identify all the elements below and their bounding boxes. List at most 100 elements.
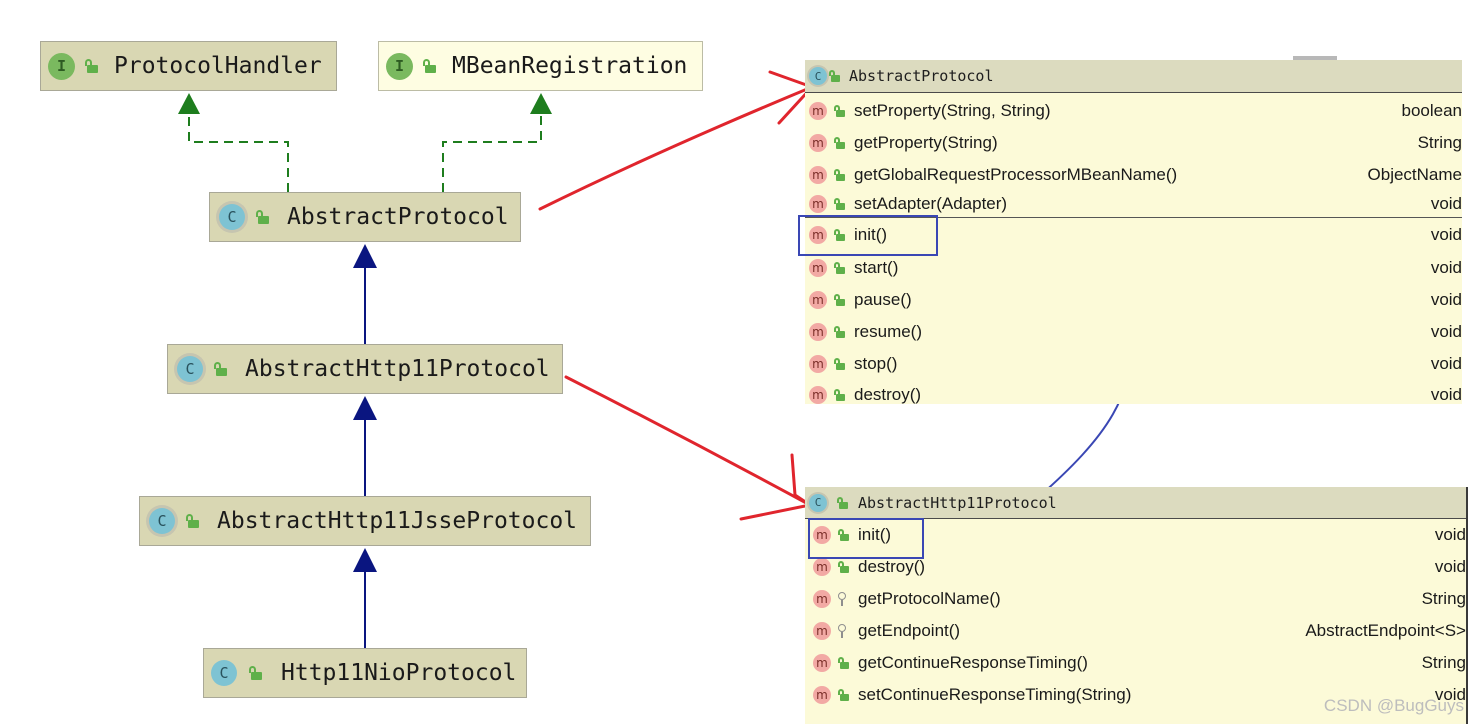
- node-label: AbstractProtocol: [287, 204, 509, 230]
- method-icon: m: [809, 355, 827, 373]
- panel-title: AbstractProtocol: [849, 67, 994, 85]
- public-lock-icon: [214, 362, 228, 376]
- realization-arrow-protocolhandler: [178, 93, 289, 192]
- public-lock-icon: [85, 59, 99, 73]
- public-lock-icon: [829, 70, 840, 82]
- method-name: getProtocolName(): [858, 589, 1001, 608]
- method-row[interactable]: m init() void: [805, 217, 1462, 252]
- public-lock-icon: [256, 210, 270, 224]
- red-annotation-arrow-bottom: [564, 375, 812, 521]
- method-icon: m: [809, 134, 827, 152]
- panel-abstracthttp11protocol: C AbstractHttp11Protocol m init() void m…: [805, 487, 1468, 724]
- public-lock-icon: [834, 198, 845, 210]
- return-type: String: [1417, 133, 1462, 152]
- return-type: void: [1434, 557, 1466, 576]
- return-type: String: [1421, 589, 1466, 608]
- node-abstracthttp11protocol[interactable]: C AbstractHttp11Protocol: [167, 344, 563, 394]
- method-icon: m: [813, 622, 831, 640]
- inheritance-arrow-2: [353, 396, 377, 496]
- method-name: pause(): [854, 290, 912, 309]
- method-row[interactable]: m destroy() void: [809, 551, 1466, 583]
- inheritance-arrow-1: [353, 244, 377, 344]
- node-label: AbstractHttp11JsseProtocol: [217, 508, 578, 534]
- method-name: getProperty(String): [854, 133, 998, 152]
- node-label: MBeanRegistration: [452, 53, 688, 79]
- public-lock-icon: [834, 326, 845, 338]
- method-name: destroy(): [854, 385, 922, 404]
- public-lock-icon: [834, 169, 845, 181]
- method-row[interactable]: m resume() void: [805, 316, 1462, 348]
- method-name: destroy(): [858, 557, 926, 576]
- method-row[interactable]: m destroy() void: [805, 380, 1462, 410]
- method-list: m setProperty(String, String) boolean m …: [805, 93, 1462, 410]
- method-name: init(): [858, 525, 892, 544]
- interface-icon: I: [48, 52, 75, 80]
- init-highlight-top: [798, 215, 938, 256]
- node-label: ProtocolHandler: [114, 53, 322, 79]
- node-abstractprotocol[interactable]: C AbstractProtocol: [209, 192, 521, 242]
- node-label: AbstractHttp11Protocol: [245, 356, 550, 382]
- method-icon: m: [813, 558, 831, 576]
- public-lock-icon: [834, 358, 845, 370]
- method-row[interactable]: m getGlobalRequestProcessorMBeanName() O…: [805, 159, 1462, 191]
- method-row[interactable]: m getContinueResponseTiming() String: [809, 647, 1466, 679]
- method-icon: m: [809, 259, 827, 277]
- method-icon: m: [813, 590, 831, 608]
- method-name: start(): [854, 258, 899, 277]
- method-name: getEndpoint(): [858, 621, 961, 640]
- method-row[interactable]: m getProperty(String) String: [805, 127, 1462, 159]
- abstract-class-icon: C: [809, 67, 827, 85]
- public-lock-icon: [249, 666, 263, 680]
- method-name: setContinueResponseTiming(String): [858, 685, 1132, 704]
- method-name: stop(): [854, 354, 898, 373]
- public-lock-icon: [834, 262, 845, 274]
- return-type: void: [1434, 525, 1466, 544]
- method-row[interactable]: m setAdapter(Adapter) void: [805, 191, 1462, 217]
- method-row[interactable]: m setProperty(String, String) boolean: [805, 95, 1462, 127]
- return-type: String: [1421, 653, 1466, 672]
- return-type: void: [1430, 258, 1462, 277]
- method-name: init(): [854, 225, 888, 244]
- method-icon: m: [809, 166, 827, 184]
- public-lock-icon: [837, 497, 848, 509]
- node-mbeanregistration[interactable]: I MBeanRegistration: [378, 41, 703, 91]
- abstract-class-icon: C: [177, 356, 203, 382]
- public-lock-icon: [186, 514, 200, 528]
- init-highlight-bottom: [808, 518, 924, 559]
- method-name: setAdapter(Adapter): [854, 194, 1008, 213]
- method-icon: m: [813, 654, 831, 672]
- node-http11nioprotocol[interactable]: C Http11NioProtocol: [203, 648, 527, 698]
- method-row[interactable]: m stop() void: [805, 348, 1462, 380]
- return-type: ObjectName: [1367, 165, 1462, 184]
- return-type: void: [1430, 290, 1462, 309]
- abstract-class-icon: C: [149, 508, 175, 534]
- panel-header: C AbstractHttp11Protocol: [805, 487, 1466, 519]
- node-abstracthttp11jsseprotocol[interactable]: C AbstractHttp11JsseProtocol: [139, 496, 591, 546]
- method-name: setProperty(String, String): [854, 101, 1051, 120]
- method-icon: m: [809, 102, 827, 120]
- method-name: resume(): [854, 322, 923, 341]
- method-name: getContinueResponseTiming(): [858, 653, 1088, 672]
- method-row[interactable]: m start() void: [805, 252, 1462, 284]
- return-type: void: [1430, 354, 1462, 373]
- method-row[interactable]: m getProtocolName() String: [809, 583, 1466, 615]
- method-icon: m: [809, 386, 827, 404]
- method-row[interactable]: m setContinueResponseTiming(String) void: [809, 679, 1466, 711]
- class-icon: C: [211, 660, 237, 686]
- method-row[interactable]: m pause() void: [805, 284, 1462, 316]
- method-row[interactable]: m getEndpoint() AbstractEndpoint<S>: [809, 615, 1466, 647]
- public-lock-icon: [834, 137, 845, 149]
- public-lock-icon: [423, 59, 437, 73]
- method-list: m init() void m destroy() void m getProt…: [805, 519, 1466, 711]
- node-protocolhandler[interactable]: I ProtocolHandler: [40, 41, 337, 91]
- method-row[interactable]: m init() void: [809, 519, 1466, 551]
- abstract-class-icon: C: [219, 204, 245, 230]
- method-icon: m: [813, 526, 831, 544]
- public-lock-icon: [838, 561, 849, 573]
- return-type: void: [1430, 225, 1462, 244]
- return-type: void: [1434, 685, 1466, 704]
- interface-icon: I: [386, 52, 413, 80]
- return-type: AbstractEndpoint<S>: [1305, 621, 1466, 640]
- public-lock-icon: [834, 229, 845, 241]
- method-icon: m: [809, 195, 827, 213]
